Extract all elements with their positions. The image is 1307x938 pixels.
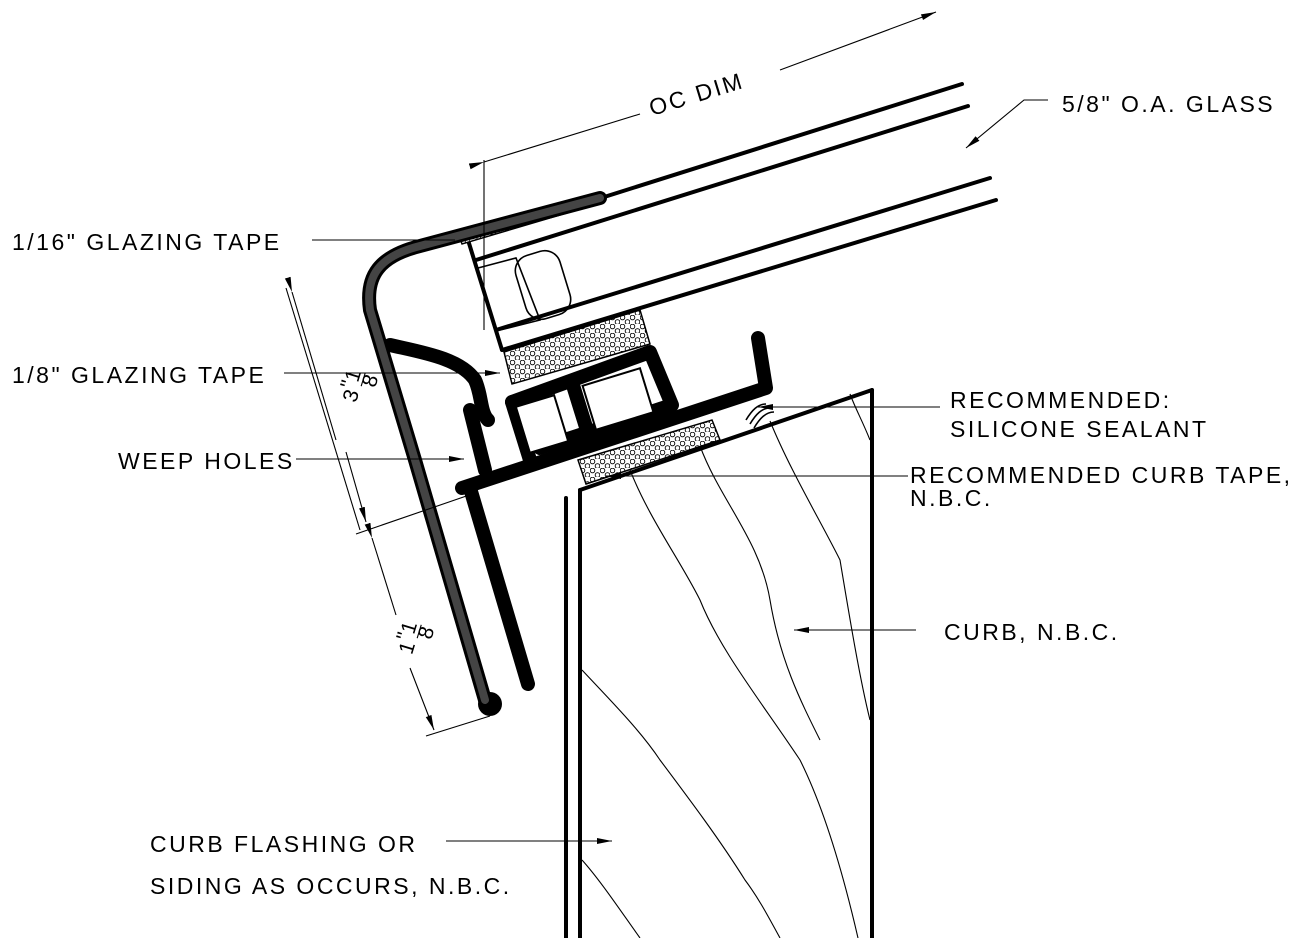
dimension-value-lower: 1 " 1 8: [392, 618, 440, 657]
oc-dim-label: OC DIM: [646, 67, 747, 121]
flashing-label-line1: CURB FLASHING OR: [150, 831, 417, 857]
dimension-lines: [284, 11, 937, 737]
curb: [578, 388, 874, 938]
glass-label: 5/8" O.A. GLASS: [1062, 91, 1275, 117]
dimension-upper-den: 8: [358, 371, 384, 390]
dimension-lower-den: 8: [414, 623, 440, 642]
weep-holes-label: WEEP HOLES: [118, 448, 295, 474]
dimension-value-upper: 3 " 1 8: [336, 366, 384, 405]
curb-tape-label-line1: RECOMMENDED CURB TAPE,: [910, 462, 1293, 488]
silicone-label-line1: RECOMMENDED:: [950, 387, 1172, 413]
silicone-label-line2: SILICONE SEALANT: [950, 416, 1209, 442]
glazing-tape-1-8: [503, 309, 651, 385]
flashing-label-line2: SIDING AS OCCURS, N.B.C.: [150, 873, 512, 899]
glazing-tape-1-8-label: 1/8" GLAZING TAPE: [12, 362, 266, 388]
glazing-tape-1-16-label: 1/16" GLAZING TAPE: [12, 229, 282, 255]
curb-label: CURB, N.B.C.: [944, 619, 1120, 645]
curb-tape-label-line2: N.B.C.: [910, 485, 993, 511]
aluminum-extrusion: [362, 191, 775, 716]
leader-lines: [284, 99, 1048, 844]
curb-tape: [577, 419, 721, 485]
